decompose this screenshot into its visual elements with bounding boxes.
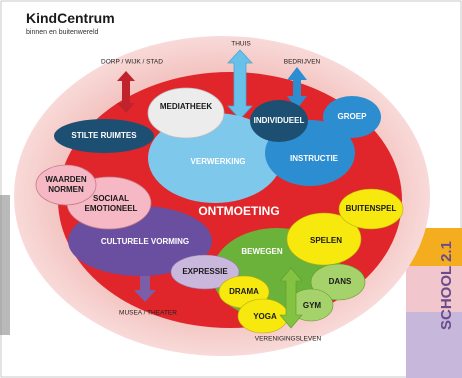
node-yoga-label: YOGA (253, 312, 277, 321)
label-dorp: DORP / WIJK / STAD (101, 59, 163, 66)
node-spelen-label: SPELEN (310, 236, 342, 245)
label-verenigingsleven: VERENIGINGSLEVEN (255, 336, 322, 343)
node-bewegen-label: BEWEGEN (241, 247, 283, 256)
node-groep (323, 96, 381, 138)
node-mediatheek (147, 87, 225, 139)
node-stilte-ruimtes (54, 119, 154, 153)
arrow-dorp (117, 71, 135, 113)
node-waarden-label-2: NORMEN (48, 185, 84, 194)
node-drama-label: DRAMA (229, 287, 259, 296)
arrow-bedrijven (287, 67, 307, 109)
node-groep-label: GROEP (338, 112, 368, 121)
node-individueel-label: INDIVIDUEEL (254, 116, 305, 125)
node-dans (310, 263, 366, 301)
side-banner-label: SCHOOL 2.1 (438, 241, 455, 330)
node-expressie (170, 254, 240, 290)
node-waarden-label-1: WAARDEN (45, 175, 87, 184)
node-dans-label: DANS (329, 277, 352, 286)
node-sociaal-label-2: EMOTIONEEL (85, 204, 138, 213)
node-verwerking-label: VERWERKING (191, 157, 246, 166)
subtitle: binnen en buitenwereld (26, 29, 98, 36)
label-musea: MUSEA / THEATER (119, 310, 177, 317)
node-stilte-ruimtes-label: STILTE RUIMTES (71, 131, 137, 140)
node-gym-label: GYM (303, 301, 322, 310)
left-edge-strip (0, 195, 10, 335)
node-individueel (250, 100, 308, 142)
node-expressie-label: EXPRESSIE (182, 267, 228, 276)
node-mediatheek-label: MEDIATHEEK (160, 102, 213, 111)
node-buitenspel-label: BUITENSPEL (346, 204, 397, 213)
label-bedrijven: BEDRIJVEN (284, 59, 321, 66)
node-buitenspel (338, 188, 404, 230)
node-instructie-label: INSTRUCTIE (290, 154, 339, 163)
title: KindCentrum (26, 10, 115, 26)
label-thuis: THUIS (231, 41, 251, 48)
arrow-verenigingsleven-overlay (279, 267, 303, 329)
node-sociaal-label-1: SOCIAAL (93, 194, 129, 203)
node-spelen (286, 212, 362, 266)
node-culturele-vorming-label: CULTURELE VORMING (101, 237, 189, 246)
center-label: ONTMOETING (198, 204, 279, 218)
node-waarden-normen (35, 164, 97, 206)
